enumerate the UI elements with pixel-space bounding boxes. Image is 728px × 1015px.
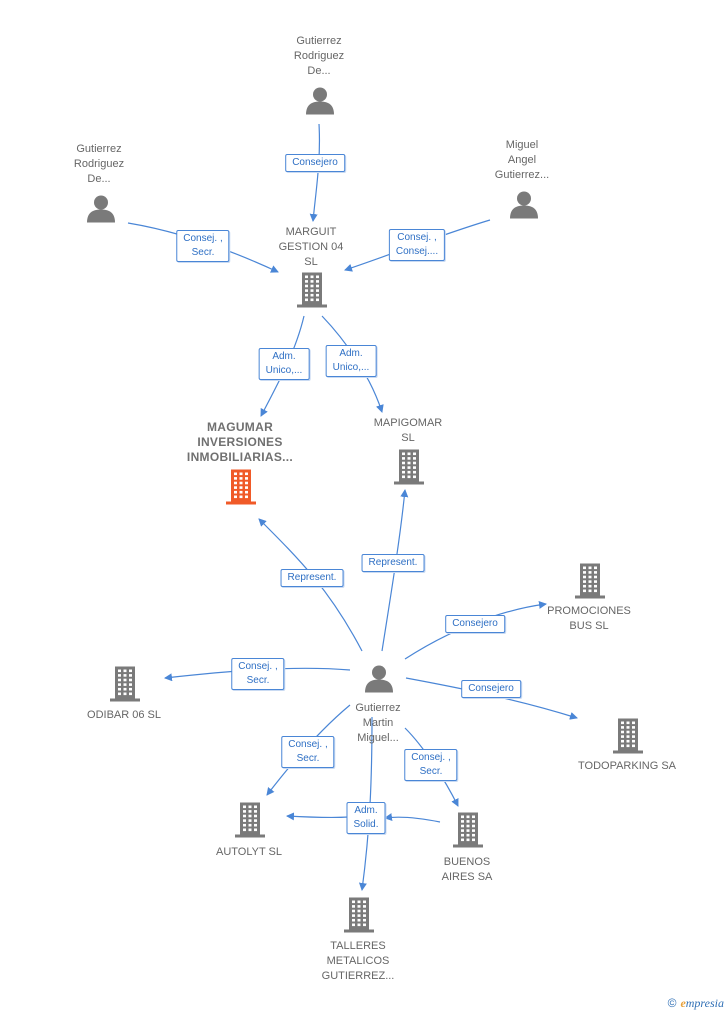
node-label-p_center[interactable]: Gutierrez Martin Miguel... [355,702,401,744]
copyright-symbol: © [667,996,677,1010]
edge-label[interactable]: Consej. , Secr. [281,736,335,768]
person-icon[interactable] [305,86,335,121]
building-icon[interactable] [226,469,256,510]
node-label-buenos[interactable]: BUENOS AIRES SA [441,856,493,883]
node-label-autolyt[interactable]: AUTOLYT SL [215,846,283,858]
building-icon[interactable] [394,449,424,490]
edge-label[interactable]: Consej. , Secr. [176,230,230,262]
building-icon[interactable] [575,563,605,604]
node-label-marguit[interactable]: MARGUIT GESTION 04 SL [278,226,344,268]
node-label-talleres[interactable]: TALLERES METALICOS GUTIERREZ... [321,940,395,982]
edge-label[interactable]: Adm. Unico,... [258,348,310,380]
edge-line [309,123,321,222]
node-label-p_right[interactable]: Miguel Angel Gutierrez... [494,139,550,181]
building-icon[interactable] [297,272,327,313]
building-icon[interactable] [110,666,140,707]
edge-label[interactable]: Consej. , Consej.... [388,229,446,261]
node-label-mapigomar[interactable]: MAPIGOMAR SL [373,417,443,444]
edge-label[interactable]: Adm. Unico,... [325,345,377,377]
building-icon[interactable] [235,802,265,843]
edge-label[interactable]: Represent. [361,554,425,572]
edge-line [286,812,351,821]
node-label-p_top[interactable]: Gutierrez Rodriguez De... [293,35,345,77]
empresia-watermark: ©empresia [668,996,724,1011]
edge-label[interactable]: Adm. Solid. [346,802,386,834]
building-icon[interactable] [453,812,483,853]
edge-label[interactable]: Represent. [280,569,344,587]
edge-label[interactable]: Consej. , Secr. [404,749,458,781]
edge-label[interactable]: Consej. , Secr. [231,658,285,690]
node-label-p_left[interactable]: Gutierrez Rodriguez De... [73,143,125,185]
building-icon[interactable] [344,897,374,938]
edge-label[interactable]: Consejero [445,615,505,633]
brand-initial: e [680,996,686,1010]
person-icon[interactable] [364,664,394,699]
node-label-promociones[interactable]: PROMOCIONES BUS SL [547,605,631,632]
node-label-todoparking[interactable]: TODOPARKING SA [577,760,677,772]
building-icon[interactable] [613,718,643,759]
brand-name: mpresia [685,996,724,1010]
person-icon[interactable] [509,190,539,225]
edge-line [384,813,441,823]
node-label-odibar[interactable]: ODIBAR 06 SL [87,709,161,721]
node-label-magumar[interactable]: MAGUMAR INVERSIONES INMOBILIARIAS... [186,420,294,464]
person-icon[interactable] [86,194,116,229]
edge-label[interactable]: Consejero [461,680,521,698]
edge-label[interactable]: Consejero [285,154,345,172]
